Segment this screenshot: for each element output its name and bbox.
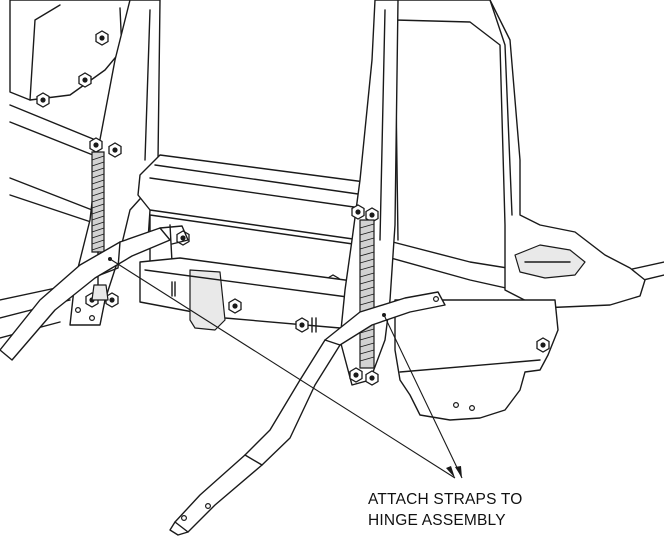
lower-right-plate <box>394 299 559 421</box>
callout-leaders <box>109 258 463 479</box>
right-spring <box>359 219 375 369</box>
callout-label: ATTACH STRAPS TO HINGE ASSEMBLY <box>368 489 523 531</box>
upper-right-housing <box>384 0 646 309</box>
callout-line-1: ATTACH STRAPS TO <box>368 491 523 508</box>
left-strap <box>0 225 189 361</box>
right-hinge-plate <box>339 0 399 386</box>
right-strap <box>169 291 446 536</box>
callout-line-2: HINGE ASSEMBLY <box>368 512 506 529</box>
